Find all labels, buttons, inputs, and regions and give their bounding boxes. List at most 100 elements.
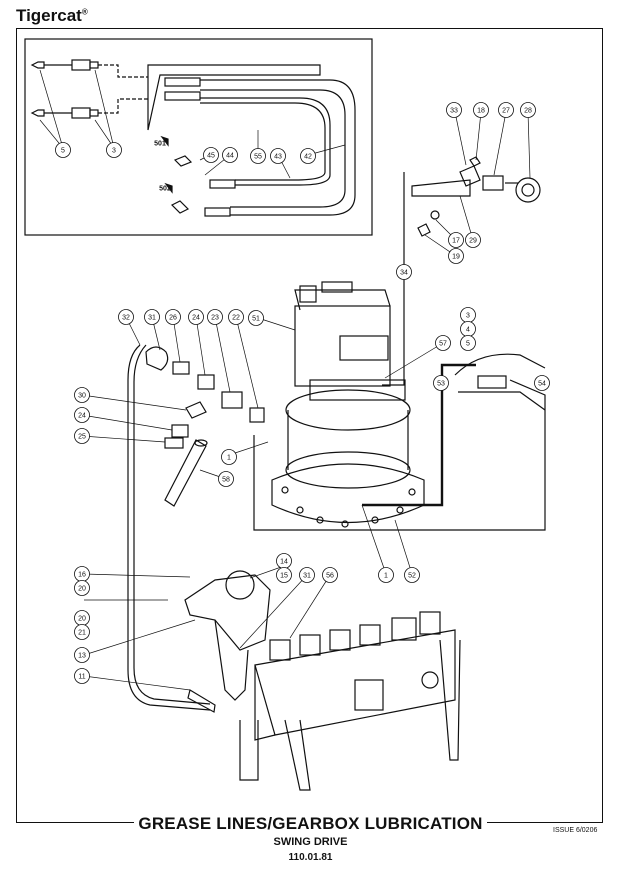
- brand-mark: ®: [81, 7, 88, 17]
- leader-lines: [39, 69, 531, 691]
- callout-label-55: 55: [254, 154, 262, 161]
- callout-circle-1: [378, 567, 394, 583]
- adapter-stack: [145, 346, 265, 507]
- page-number: 110.01.81: [288, 852, 333, 863]
- callout-circle-44: [222, 147, 238, 163]
- callout-circle-25: [74, 428, 90, 444]
- callout-label-3: 3: [112, 148, 116, 155]
- callout-label-43: 43: [274, 154, 282, 161]
- callout-circle-15: [276, 567, 292, 583]
- callout-circle-56: [322, 567, 338, 583]
- callout-circle-5: [460, 335, 476, 351]
- callout-circle-29: [465, 232, 481, 248]
- callout-label-13: 13: [78, 653, 86, 660]
- callout-circle-22: [228, 309, 244, 325]
- callout-circle-1: [221, 449, 237, 465]
- callout-label-31: 31: [303, 573, 311, 580]
- arrow-501: [160, 135, 169, 147]
- inset-elbow-502: [170, 200, 190, 214]
- callout-label-57: 57: [439, 341, 447, 348]
- brand-name: Tigercat: [16, 6, 82, 25]
- callout-circle-17: [448, 232, 464, 248]
- callout-circle-27: [498, 102, 514, 118]
- callout-label-52: 52: [408, 573, 416, 580]
- callout-label-21: 21: [78, 630, 86, 637]
- callout-circle-45: [203, 147, 219, 163]
- callout-label-28: 28: [524, 108, 532, 115]
- swing-gearbox: [271, 281, 425, 528]
- page-title-text: GREASE LINES/GEARBOX LUBRICATION: [134, 814, 487, 833]
- callout-circle-43: [270, 148, 286, 164]
- callout-circle-31: [299, 567, 315, 583]
- callout-label-15: 15: [280, 573, 288, 580]
- callout-circle-58: [218, 471, 234, 487]
- callout-label-1: 1: [227, 455, 231, 462]
- callout-label-17: 17: [452, 238, 460, 245]
- callout-label-31: 31: [148, 315, 156, 322]
- callout-label-11: 11: [78, 674, 85, 681]
- callout-label-501: 501: [154, 141, 166, 148]
- grease-line-53: [362, 363, 476, 507]
- callout-circle-30: [74, 387, 90, 403]
- callout-label-34: 34: [400, 270, 408, 277]
- callout-circle-24: [74, 407, 90, 423]
- callout-label-23: 23: [211, 315, 219, 322]
- page-subtitle: SWING DRIVE: [273, 836, 348, 848]
- callout-circle-34: [396, 264, 412, 280]
- callout-circle-51: [248, 310, 264, 326]
- page-title: GREASE LINES/GEARBOX LUBRICATION: [0, 814, 621, 834]
- callout-label-51: 51: [252, 316, 260, 323]
- callout-label-27: 27: [502, 108, 510, 115]
- callout-circle-31: [144, 309, 160, 325]
- callout-circle-55: [250, 148, 266, 164]
- callout-label-20: 20: [78, 586, 86, 593]
- callout-label-5: 5: [61, 148, 65, 155]
- callout-circle-13: [74, 647, 90, 663]
- callout-label-16: 16: [78, 572, 86, 579]
- callout-circle-19: [448, 248, 464, 264]
- callout-label-30: 30: [78, 393, 86, 400]
- inset-elbow-501: [173, 155, 193, 167]
- callout-label-42: 42: [304, 154, 312, 161]
- remote-lube-fittings: [411, 156, 541, 237]
- callout-label-53: 53: [437, 381, 445, 388]
- hose-32: [127, 344, 211, 711]
- callout-circle-53: [433, 375, 449, 391]
- inset-frame: [24, 38, 373, 236]
- hose-32-inner: [133, 344, 211, 705]
- callout-label-5: 5: [466, 341, 470, 348]
- callout-label-56: 56: [326, 573, 334, 580]
- callout-label-19: 19: [452, 254, 460, 261]
- valve-block: [187, 611, 461, 791]
- inset-fittings: [30, 59, 148, 119]
- callout-label-26: 26: [169, 315, 177, 322]
- callout-circle-57: [435, 335, 451, 351]
- callout-label-502: 502: [159, 186, 171, 193]
- callout-circle-42: [300, 148, 316, 164]
- callout-circle-23: [207, 309, 223, 325]
- callout-label-3: 3: [466, 313, 470, 320]
- callout-circle-33: [446, 102, 462, 118]
- callout-circle-5: [55, 142, 71, 158]
- issue-label: ISSUE 6/0206: [553, 827, 598, 834]
- inset-hoses: [164, 77, 356, 217]
- callout-label-24: 24: [192, 315, 200, 322]
- callout-circle-3: [106, 142, 122, 158]
- callout-label-29: 29: [469, 238, 477, 245]
- callout-circle-24: [188, 309, 204, 325]
- callout-circle-18: [473, 102, 489, 118]
- grease-line-34: [382, 172, 405, 386]
- callout-circle-32: [118, 309, 134, 325]
- callout-label-20: 20: [78, 616, 86, 623]
- callout-label-58: 58: [222, 477, 230, 484]
- callout-label-14: 14: [280, 559, 288, 566]
- callout-label-4: 4: [466, 327, 470, 334]
- callout-circle-52: [404, 567, 420, 583]
- inset-plate: [147, 64, 321, 131]
- callout-label-45: 45: [207, 153, 215, 160]
- callout-circle-11: [74, 668, 90, 684]
- callout-label-1: 1: [384, 573, 388, 580]
- callout-label-44: 44: [226, 153, 234, 160]
